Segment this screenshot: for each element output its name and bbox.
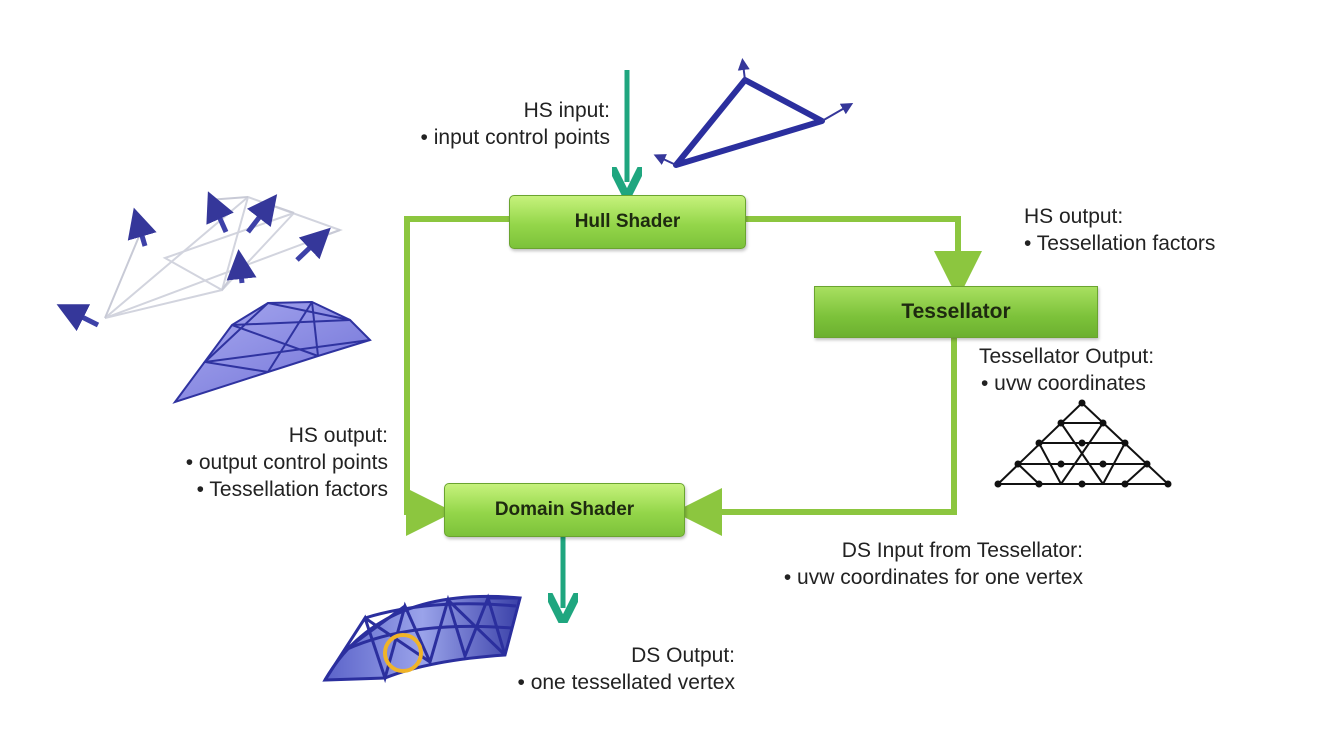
input-control-points-icon (653, 58, 854, 168)
hs-output-right-item: • Tessellation factors (1024, 232, 1216, 255)
hs-input-item: • input control points (420, 126, 610, 149)
output-control-points-icon (56, 191, 372, 404)
ds-output-label: DS Output: • one tessellated vertex (460, 642, 735, 696)
hs-output-right-title: HS output: (1024, 205, 1124, 228)
hs-output-left-item-1: • output control points (185, 451, 388, 474)
hull-shader-stage: Hull Shader (509, 195, 746, 249)
connector-hull-to-domain (404, 216, 509, 536)
hs-output-left-item-2: • Tessellation factors (196, 478, 388, 501)
uvw-coordinate-mesh-icon (994, 399, 1172, 488)
hs-output-left-title: HS output: (288, 424, 388, 447)
tessellator-stage: Tessellator (814, 286, 1098, 338)
tessellator-output-item: • uvw coordinates (981, 372, 1146, 395)
domain-shader-stage: Domain Shader (444, 483, 685, 537)
ds-output-item: • one tessellated vertex (517, 671, 735, 694)
hs-output-left-label: HS output: • output control points • Tes… (110, 422, 388, 503)
connector-tessellator-to-domain (674, 336, 957, 536)
ds-input-label: DS Input from Tessellator: • uvw coordin… (700, 537, 1083, 591)
tessellator-output-title: Tessellator Output: (979, 345, 1155, 368)
highlighted-vertex-ring (383, 633, 423, 673)
hs-input-title: HS input: (523, 99, 610, 122)
hs-output-right-label: HS output: • Tessellation factors (1024, 203, 1215, 257)
hs-input-label: HS input: • input control points (352, 97, 610, 151)
ds-input-title: DS Input from Tessellator: (841, 539, 1083, 562)
ds-input-item: • uvw coordinates for one vertex (783, 566, 1083, 589)
ds-output-title: DS Output: (631, 644, 735, 667)
tessellated-surface-icon (322, 593, 522, 684)
connector-hull-to-tessellator (744, 216, 982, 299)
tessellator-output-label: Tessellator Output: • uvw coordinates (979, 343, 1154, 397)
